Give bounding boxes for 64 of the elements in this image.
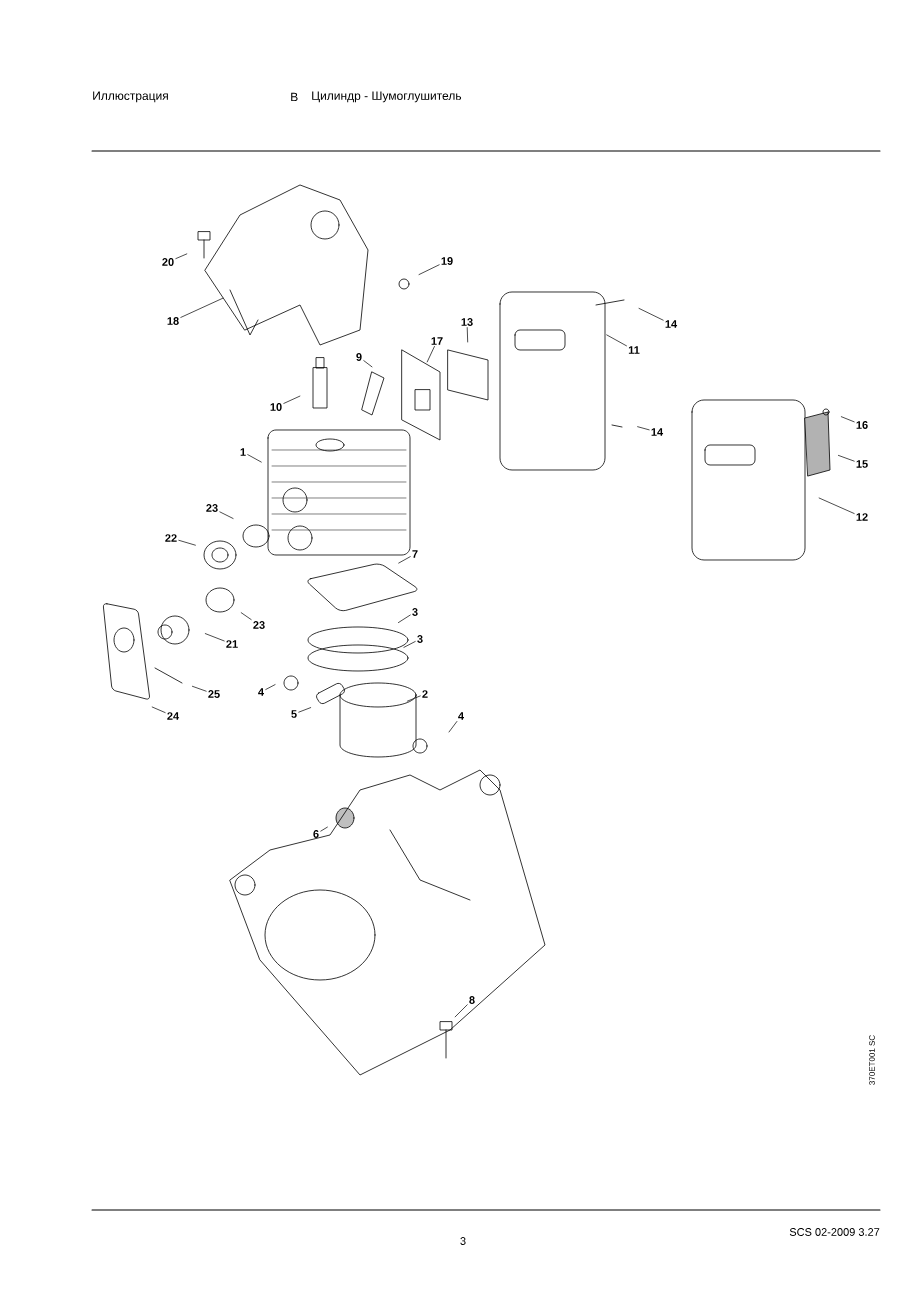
callout-number: 17 <box>431 337 443 345</box>
leader-line <box>180 297 224 318</box>
callout-number: 3 <box>412 608 418 616</box>
leader-line <box>606 334 627 347</box>
heading-text: Цилиндр - Шумоглушитель <box>312 91 462 103</box>
callout-number: 18 <box>167 317 179 325</box>
callout-number: 2 <box>422 690 428 698</box>
leader-line <box>247 454 262 463</box>
leader-line <box>406 695 421 702</box>
callout-number: 4 <box>258 688 264 696</box>
callout-number: 7 <box>412 550 418 558</box>
drawing-code: 370ET001 SC <box>869 1035 875 1085</box>
leader-line <box>240 612 252 620</box>
leader-line <box>265 684 276 690</box>
callout-number: 12 <box>856 513 868 521</box>
callout-number: 9 <box>356 353 362 361</box>
leader-line <box>454 1004 468 1018</box>
leader-line <box>151 706 166 713</box>
leader-line <box>204 633 225 642</box>
callout-number: 5 <box>291 710 297 718</box>
leader-line <box>448 721 458 733</box>
callout-number: 8 <box>469 996 475 1004</box>
leader-line <box>418 264 440 275</box>
callout-number: 14 <box>651 428 664 436</box>
callout-number: 13 <box>461 318 473 326</box>
leader-line <box>637 426 650 431</box>
callout-number: 21 <box>226 640 238 648</box>
callout-number: 3 <box>417 635 423 643</box>
callout-number: 15 <box>856 460 868 468</box>
callout-number: 4 <box>458 712 464 720</box>
leader-line <box>219 511 234 519</box>
leader-line <box>398 614 411 623</box>
leader-line <box>192 685 207 692</box>
leader-line <box>638 308 664 321</box>
leader-line <box>466 327 469 343</box>
callout-number: 10 <box>270 403 282 411</box>
leader-line <box>426 346 435 363</box>
callout-number: 23 <box>206 504 218 512</box>
leader-line <box>840 416 855 423</box>
callout-number: 19 <box>441 257 453 265</box>
callout-number: 23 <box>253 621 265 629</box>
leader-line <box>320 826 328 832</box>
leader-line <box>363 360 373 368</box>
leader-line <box>838 455 855 462</box>
callout-number: 6 <box>313 830 319 838</box>
callout-number: 11 <box>628 346 640 354</box>
footer-text: SCS 02-2009 3.27 <box>789 1228 880 1236</box>
callout-number: 1 <box>240 448 246 456</box>
heading-text: Иллюстрация <box>93 91 168 103</box>
callout-number: 14 <box>665 320 678 328</box>
callout-number: 25 <box>208 690 220 698</box>
callout-number: 20 <box>162 258 174 266</box>
callout-number: 24 <box>167 712 180 720</box>
callout-number: 22 <box>165 534 177 542</box>
leader-line <box>178 539 196 546</box>
callout-number: 16 <box>856 421 868 429</box>
leader-line <box>283 395 301 404</box>
leader-line <box>398 556 411 564</box>
leader-line <box>175 253 188 259</box>
page-number: 3 <box>460 1237 466 1245</box>
heading-text: B <box>291 92 298 102</box>
leader-line <box>403 641 416 648</box>
leader-line <box>298 707 312 713</box>
leader-line <box>818 497 855 514</box>
